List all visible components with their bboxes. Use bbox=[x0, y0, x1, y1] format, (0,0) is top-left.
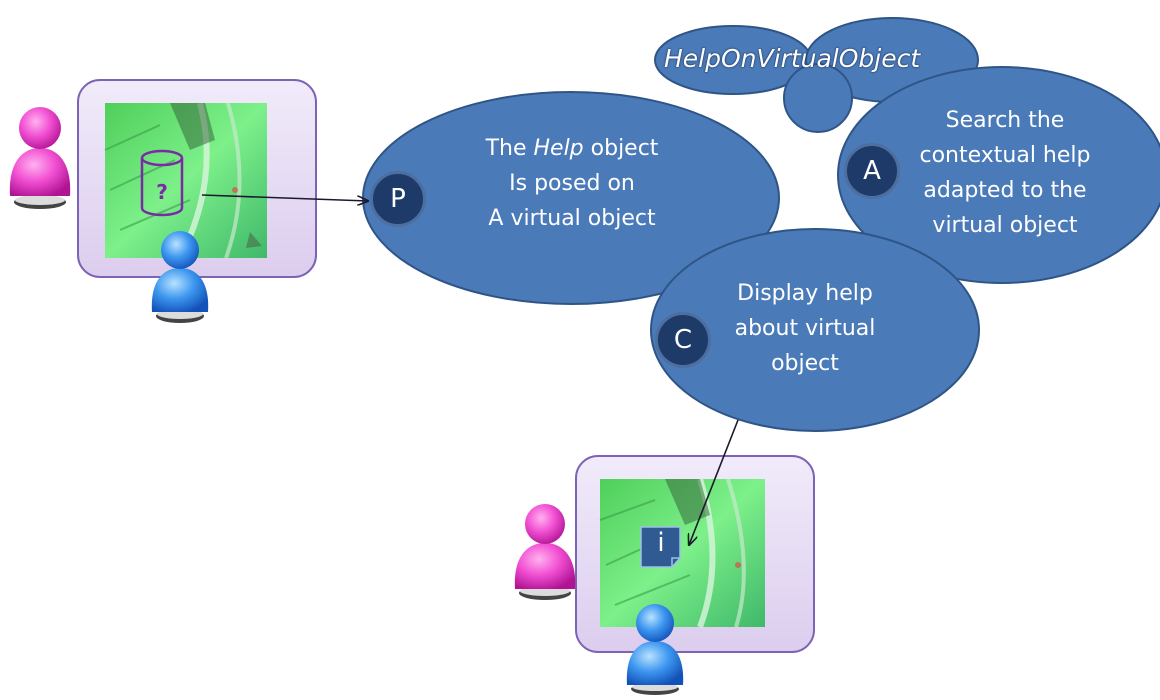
question-mark: ? bbox=[156, 180, 168, 204]
map-thumbnail bbox=[599, 478, 765, 629]
ellipse-c bbox=[650, 228, 980, 432]
arrow-question-to-p bbox=[201, 194, 368, 201]
pink-user-icon bbox=[514, 504, 576, 600]
arrow-c-to-info bbox=[689, 419, 739, 545]
badge-a: A bbox=[844, 143, 900, 199]
blue-user-icon bbox=[626, 604, 684, 695]
info-note-icon[interactable] bbox=[640, 526, 681, 568]
info-mark: i bbox=[657, 528, 665, 558]
ellipse-p-text: The Help object Is posed on A virtual ob… bbox=[485, 136, 659, 231]
ellipse-a bbox=[837, 66, 1160, 284]
ellipse-c-text: Display help about virtual object bbox=[734, 281, 876, 376]
badge-c: C bbox=[655, 312, 711, 368]
question-cylinder-icon[interactable] bbox=[140, 149, 184, 217]
diagram-title: HelpOnVirtualObject bbox=[664, 44, 921, 73]
ellipse-a-text: Search the contextual help adapted to th… bbox=[919, 108, 1091, 238]
pink-user-icon bbox=[9, 107, 71, 209]
panel-bottom bbox=[575, 455, 815, 653]
map-thumbnail bbox=[104, 102, 267, 260]
blue-user-icon bbox=[151, 231, 209, 323]
panel-top-left bbox=[77, 79, 317, 278]
badge-p: P bbox=[370, 171, 426, 227]
